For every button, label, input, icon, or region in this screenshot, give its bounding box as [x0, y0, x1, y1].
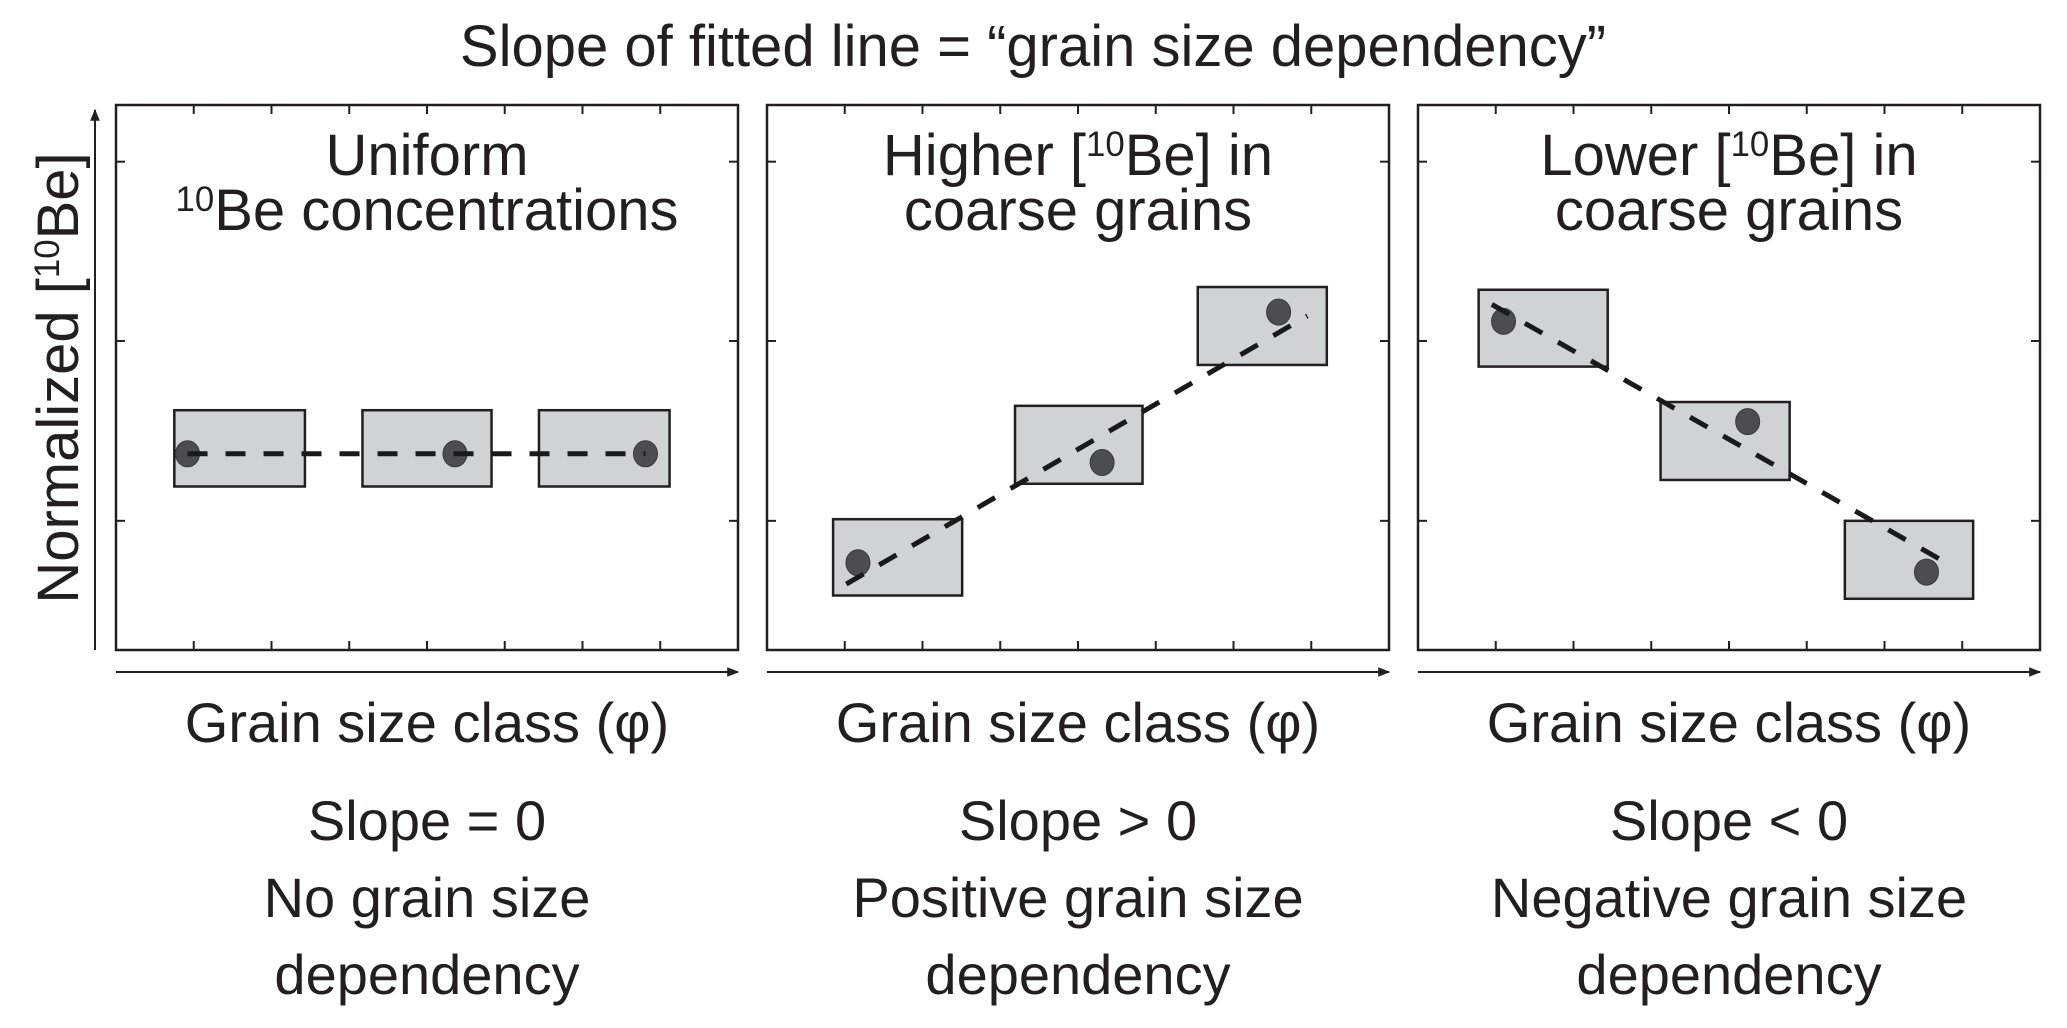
superscript: 10 [28, 239, 67, 278]
main-title: Slope of fitted line = “grain size depen… [460, 14, 1606, 79]
text-segment: Lower [ [1540, 123, 1730, 188]
text-segment: Be concentrations [214, 178, 678, 243]
superscript: 10 [1731, 125, 1770, 164]
text-segment: Higher [ [883, 123, 1086, 188]
y-axis-label: Normalized [10Be] [26, 152, 91, 603]
data-point [1913, 558, 1939, 586]
panel-title-line: coarse grains [1555, 178, 1903, 243]
x-axis-label: Grain size class (φ) [1487, 691, 1971, 754]
slope-caption-line: Negative grain size [1491, 866, 1967, 929]
text-segment: coarse grains [904, 178, 1252, 243]
panel-title-line: Uniform [325, 123, 528, 188]
slope-caption-line: No grain size [264, 866, 591, 929]
data-point [632, 440, 658, 468]
range-box [1196, 285, 1329, 367]
superscript: 10 [175, 180, 214, 219]
panel-title-line: coarse grains [904, 178, 1252, 243]
range-box [1659, 400, 1791, 482]
slope-caption-line: Slope = 0 [308, 789, 546, 852]
x-axis-label: Grain size class (φ) [836, 691, 1320, 754]
text-segment: Normalized [ [26, 278, 91, 604]
panel-title-line: Lower [10Be] in [1540, 123, 1917, 188]
slope-caption-line: dependency [274, 943, 579, 1006]
fitted-line [845, 313, 1309, 587]
panel-title-line: Higher [10Be] in [883, 123, 1273, 188]
slope-caption-line: Slope < 0 [1610, 789, 1848, 852]
text-segment: Be] [26, 152, 91, 239]
text-segment: Be] in [1125, 123, 1273, 188]
slope-caption-line: Slope > 0 [959, 789, 1197, 852]
text-segment: Uniform [325, 123, 528, 188]
data-point [845, 549, 871, 577]
slope-caption-line: dependency [925, 943, 1230, 1006]
data-point [1266, 298, 1292, 326]
x-axis-label: Grain size class (φ) [185, 691, 669, 754]
slope-caption-line: dependency [1576, 943, 1881, 1006]
superscript: 10 [1086, 125, 1125, 164]
panel-title-line: 10Be concentrations [175, 178, 678, 243]
slope-caption-line: Positive grain size [852, 866, 1303, 929]
fitted-line [1490, 302, 1955, 569]
text-segment: coarse grains [1555, 178, 1903, 243]
data-point [1089, 449, 1115, 477]
range-box [1013, 404, 1144, 486]
range-box [1843, 519, 1975, 601]
range-box [361, 408, 493, 488]
data-point [1735, 408, 1761, 436]
text-segment: Be] in [1769, 123, 1917, 188]
